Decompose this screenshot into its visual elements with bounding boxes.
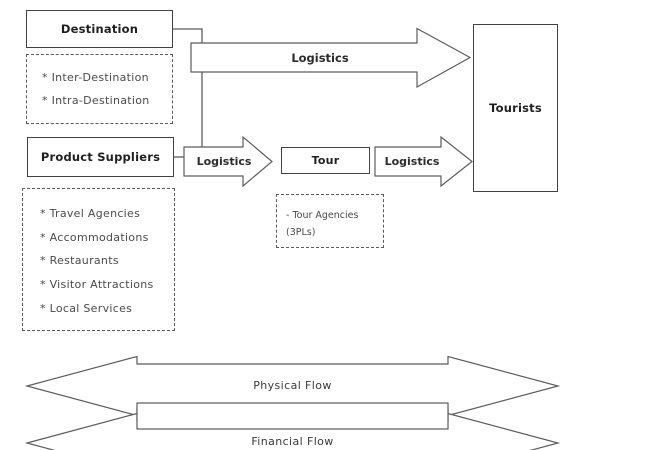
- list-item: * Travel Agencies: [40, 207, 141, 220]
- logistics-arrow-top: [190, 27, 472, 89]
- logistics-arrow-mid-left: [183, 135, 273, 188]
- destination-box: Destination: [26, 10, 173, 48]
- logistics-arrow-mid-right: [374, 135, 473, 188]
- note-line: - Tour Agencies: [286, 210, 359, 221]
- destination-detail-box: * Inter-Destination * Intra-Destination: [26, 54, 173, 124]
- tour-title: Tour: [311, 154, 340, 167]
- list-item: * Inter-Destination: [42, 71, 149, 84]
- logistics-mid-right-label: Logistics: [384, 155, 440, 168]
- destination-connector-line: [173, 28, 203, 148]
- product-suppliers-title: Product Suppliers: [40, 150, 161, 164]
- list-item: * Intra-Destination: [42, 94, 150, 107]
- suppliers-detail-box: * Travel Agencies * Accommodations * Res…: [22, 188, 175, 331]
- tourists-title: Tourists: [489, 101, 542, 115]
- note-line: (3PLs): [286, 227, 316, 238]
- list-item: * Accommodations: [40, 230, 149, 244]
- list-item: * Visitor Attractions: [40, 278, 154, 292]
- physical-flow-label: Physical Flow: [253, 379, 332, 392]
- logistics-top-label: Logistics: [291, 51, 349, 65]
- list-item: * Local Services: [40, 301, 133, 315]
- product-suppliers-box: Product Suppliers: [27, 137, 174, 177]
- tour-box: Tour: [281, 147, 370, 174]
- financial-flow-label: Financial Flow: [251, 435, 334, 448]
- list-item: * Restaurants: [40, 254, 119, 268]
- tour-agencies-note-box: - Tour Agencies (3PLs): [276, 194, 384, 248]
- tourists-box: Tourists: [473, 24, 558, 192]
- destination-title: Destination: [60, 22, 139, 36]
- logistics-mid-left-label: Logistics: [196, 155, 252, 168]
- flow-shaft-rect: [136, 402, 449, 430]
